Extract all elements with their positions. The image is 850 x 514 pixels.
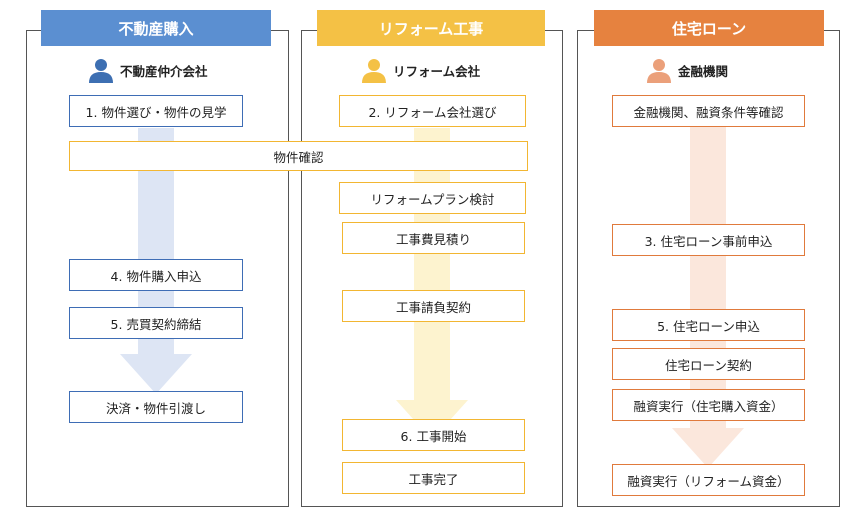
step-box: 4. 物件購入申込: [69, 259, 243, 291]
step-box: 6. 工事開始: [342, 419, 525, 451]
role-name: 不動産仲介会社: [120, 63, 208, 79]
step-box: リフォームプラン検討: [339, 182, 526, 214]
person-icon: [647, 59, 671, 83]
step-box: 1. 物件選び・物件の見学: [69, 95, 243, 127]
step-box: 5. 売買契約締結: [69, 307, 243, 339]
person-icon: [362, 59, 386, 83]
role-name: リフォーム会社: [393, 63, 481, 79]
role-label-loan: 金融機関: [646, 58, 729, 83]
step-box: 工事請負契約: [342, 290, 525, 322]
flow-arrow-loan: [672, 126, 744, 468]
role-name: 金融機関: [678, 63, 729, 79]
flow-arrow-renovation: [396, 128, 468, 440]
step-box: 工事費見積り: [342, 222, 525, 254]
column-header-loan: 住宅ローン: [594, 10, 824, 46]
column-header-renovation: リフォーム工事: [317, 10, 545, 46]
step-box: 金融機関、融資条件等確認: [612, 95, 805, 127]
step-box: 5. 住宅ローン申込: [612, 309, 805, 341]
role-label-renovation: リフォーム会社: [361, 58, 481, 83]
shared-step-box: 物件確認: [69, 141, 528, 171]
step-box: 2. リフォーム会社選び: [339, 95, 526, 127]
step-box: 融資実行（リフォーム資金）: [612, 464, 805, 496]
step-box: 工事完了: [342, 462, 525, 494]
step-box: 融資実行（住宅購入資金）: [612, 389, 805, 421]
person-icon: [89, 59, 113, 83]
role-label-purchase: 不動産仲介会社: [88, 58, 208, 83]
step-box: 住宅ローン契約: [612, 348, 805, 380]
step-box: 決済・物件引渡し: [69, 391, 243, 423]
column-header-purchase: 不動産購入: [41, 10, 271, 46]
step-box: 3. 住宅ローン事前申込: [612, 224, 805, 256]
